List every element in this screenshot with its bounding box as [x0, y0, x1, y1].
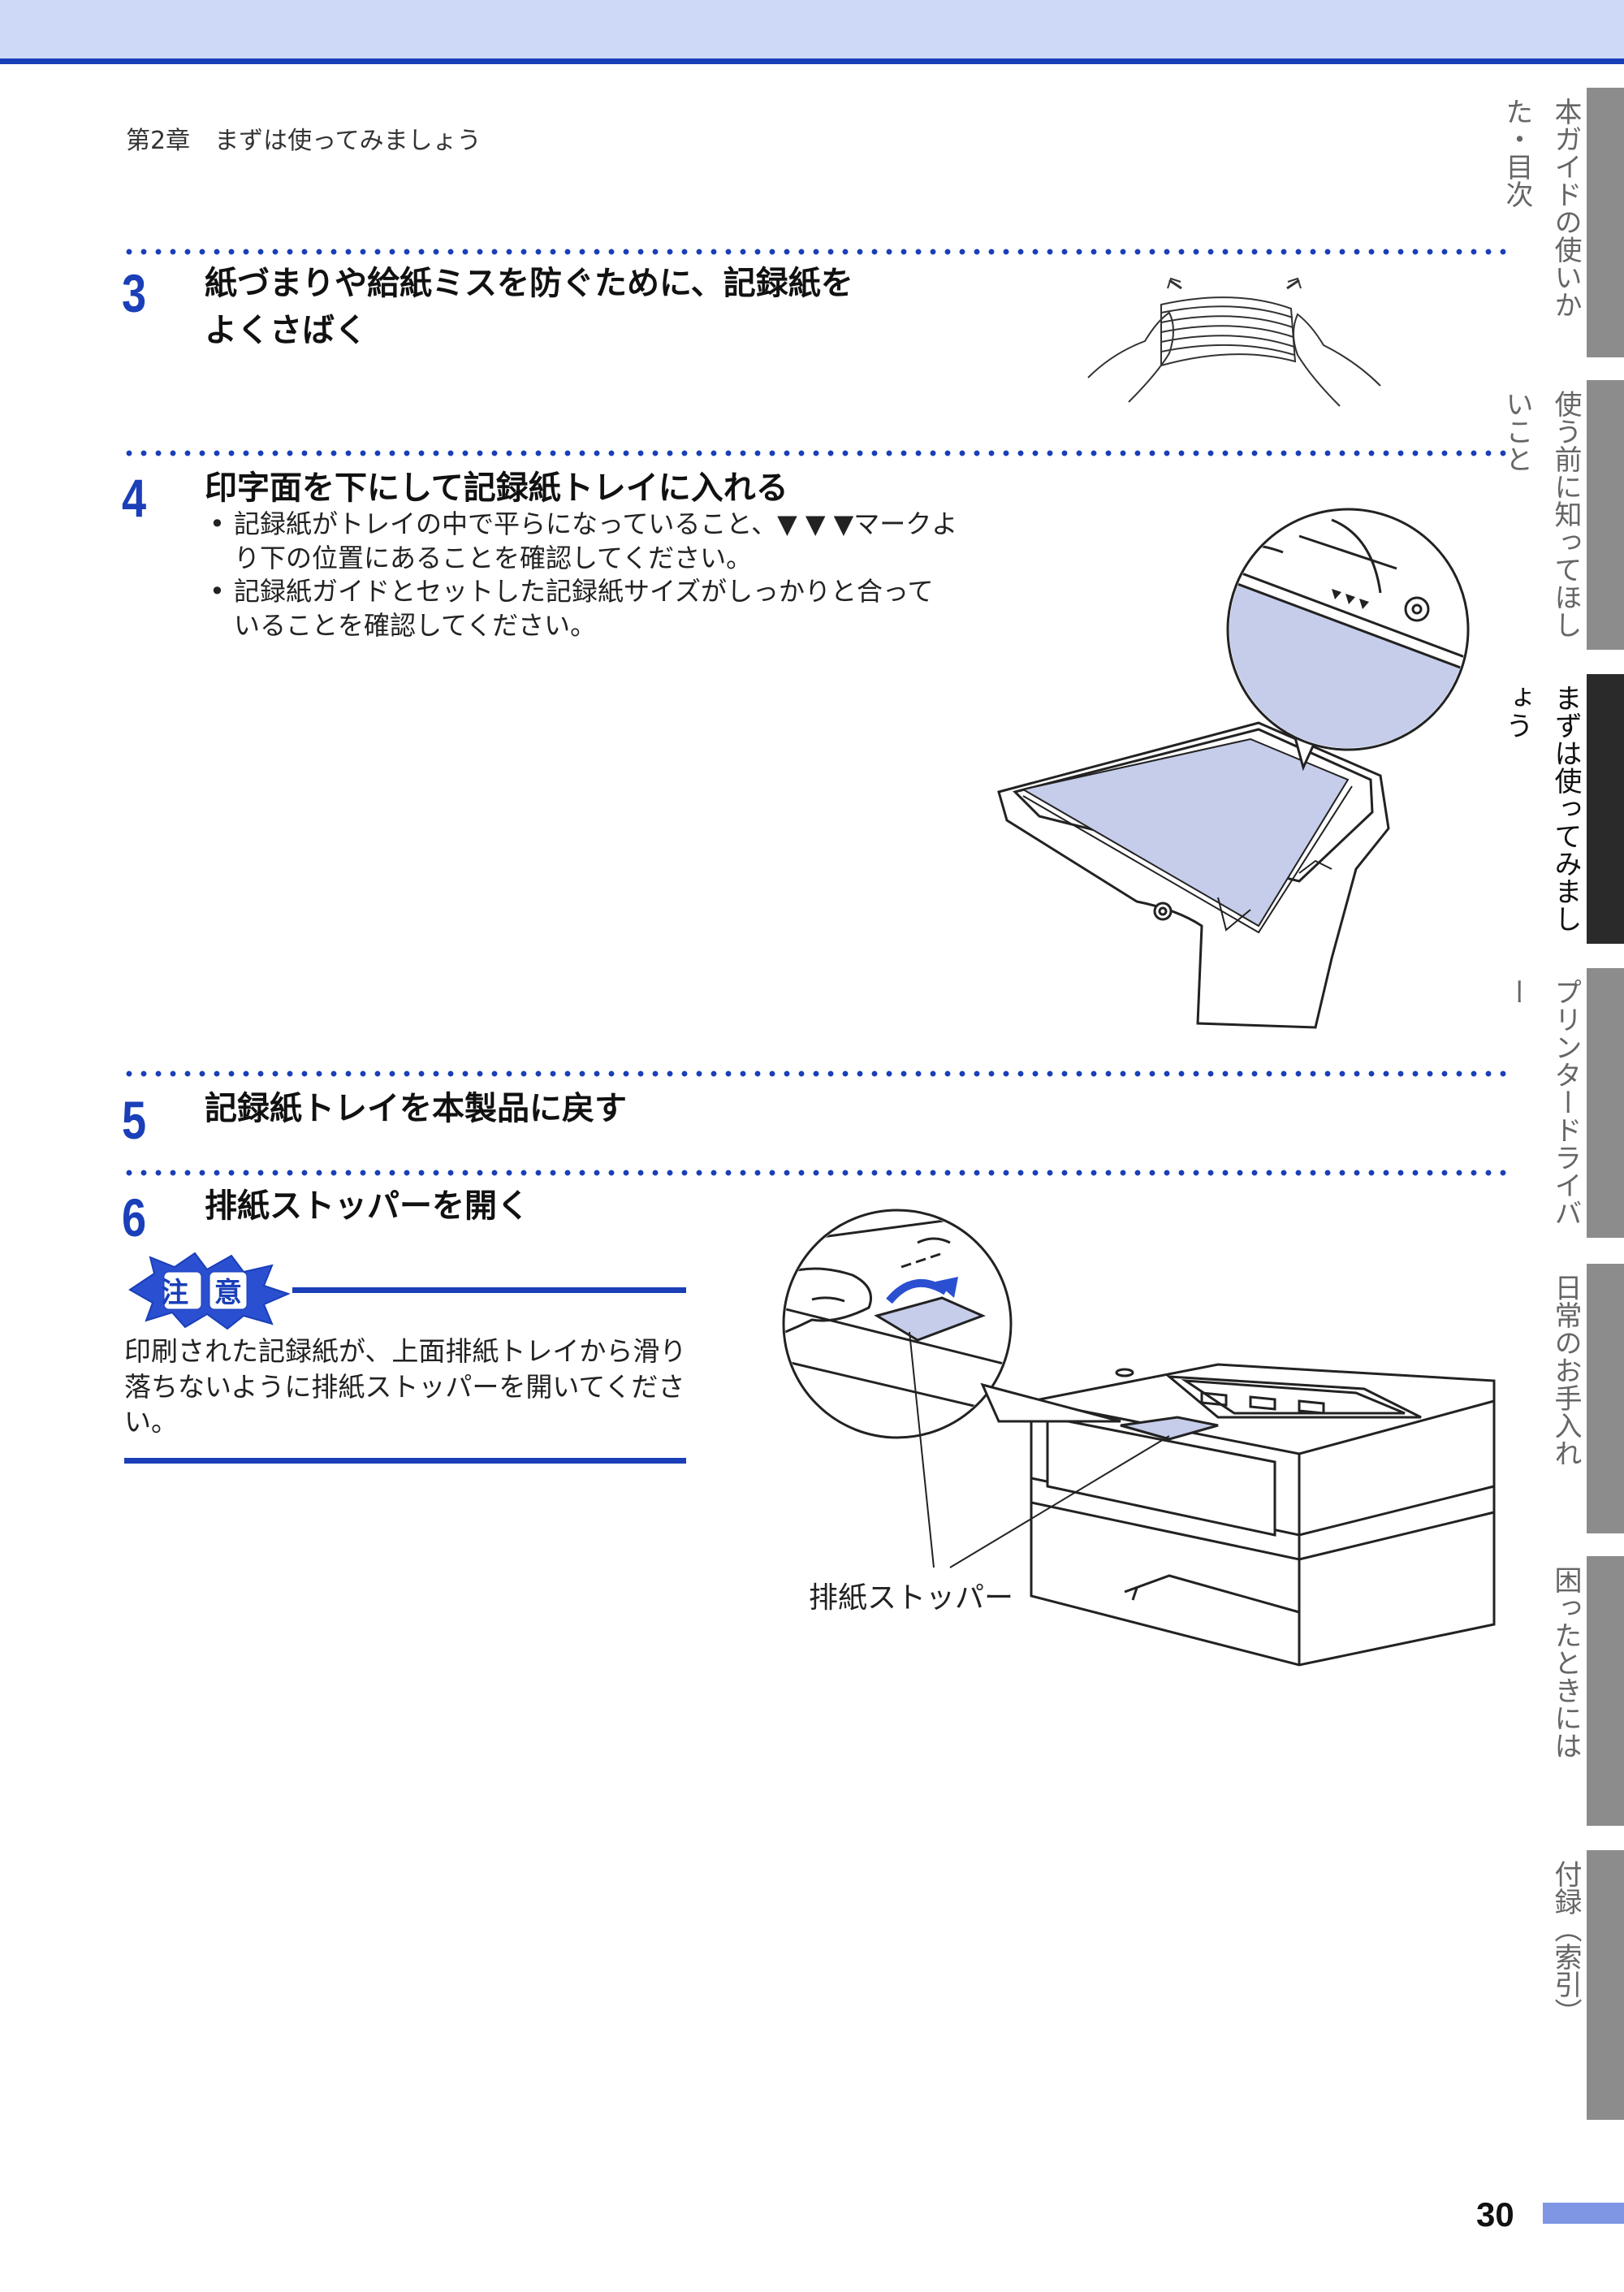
side-tab-label: 使う前に知ってほしいこと [1501, 390, 1582, 638]
caution-badge-text: 注 意 [161, 1277, 250, 1309]
side-tab-label: プリンタードライバー [1501, 978, 1582, 1226]
dotted-divider [122, 249, 1510, 255]
caution-text: 印刷された記録紙が、上面排紙トレイから滑り落ちないように排紙ストッパーを開いてく… [124, 1335, 687, 1438]
caution-rule-top [292, 1287, 686, 1293]
side-tab-appendix[interactable]: 付録（索引） [1541, 1850, 1624, 2120]
bullet-item: •記録紙ガイドとセットした記録紙サイズがしっかりと合っていることを確認してくださ… [209, 576, 934, 641]
dotted-divider [122, 450, 1510, 456]
side-tab-getting-started[interactable]: まずは使ってみましょう [1501, 674, 1624, 944]
step-title: 紙づまりや給紙ミスを防ぐために、記録紙を よくさばく [205, 260, 853, 354]
side-tab-label: 日常のお手入れ [1549, 1274, 1582, 1467]
side-tab-panel: 使う前に知ってほしいこと [1501, 380, 1590, 650]
side-tab-label: 付録（索引） [1549, 1860, 1582, 2026]
step-title-line: 紙づまりや給紙ミスを防ぐために、記録紙を [205, 265, 853, 302]
top-header-band [0, 0, 1624, 58]
step-4-bullet-list: •記録紙がトレイの中で平らになっていること、▼ ▼ ▼マークより下の位置にあるこ… [208, 508, 959, 642]
step-title: 印字面を下にして記録紙トレイに入れる [205, 469, 788, 507]
side-tab-panel: 本ガイドの使いかた・目次 [1501, 88, 1590, 357]
step-title: 排紙ストッパーを開く [205, 1187, 529, 1225]
chapter-title: 第2章 まずは使ってみましょう [126, 127, 482, 155]
stopper-label: 排紙ストッパー [809, 1581, 1014, 1615]
step-number: 4 [122, 468, 147, 528]
step-number: 3 [122, 263, 147, 323]
side-tab-panel: 日常のお手入れ [1541, 1264, 1590, 1533]
step-title: 記録紙トレイを本製品に戻す [205, 1090, 627, 1127]
fan-paper-illustration [1087, 277, 1381, 407]
side-tab-troubleshooting[interactable]: 困ったときには [1541, 1556, 1624, 1826]
side-tab-printer-driver[interactable]: プリンタードライバー [1501, 968, 1624, 1238]
printer-stopper-illustration [782, 1209, 1496, 1667]
dotted-divider [122, 1070, 1510, 1077]
page-number-bar [1543, 2203, 1624, 2224]
bullet-text: 記録紙ガイドとセットした記録紙サイズがしっかりと合っていることを確認してください… [234, 576, 934, 641]
caution-rule-bottom [124, 1458, 686, 1464]
side-tab-panel: 困ったときには [1541, 1556, 1590, 1826]
step-number: 6 [122, 1187, 147, 1248]
side-tab-panel: プリンタードライバー [1501, 968, 1590, 1238]
bullet-item: •記録紙がトレイの中で平らになっていること、▼ ▼ ▼マークより下の位置にあるこ… [209, 508, 958, 573]
side-tab-before-use[interactable]: 使う前に知ってほしいこと [1501, 380, 1624, 650]
side-tab-label: 困ったときには [1549, 1566, 1582, 1759]
side-tab-label: 本ガイドの使いかた・目次 [1501, 97, 1582, 318]
page-number: 30 [1476, 2195, 1514, 2234]
step-title-line: よくさばく [205, 312, 367, 349]
side-tab-panel: 付録（索引） [1541, 1850, 1590, 2120]
side-tab-contents[interactable]: 本ガイドの使いかた・目次 [1501, 88, 1624, 357]
paper-tray-illustration [997, 508, 1470, 1029]
bullet-text: 記録紙がトレイの中で平らになっていること、▼ ▼ ▼マークより下の位置にあること… [234, 508, 958, 573]
step-number: 5 [122, 1090, 147, 1150]
side-tab-panel: まずは使ってみましょう [1501, 674, 1590, 944]
dotted-divider [122, 1170, 1510, 1176]
side-tab-maintenance[interactable]: 日常のお手入れ [1541, 1264, 1624, 1533]
caution-badge-icon: 注 意 [128, 1252, 291, 1330]
header-rule [0, 58, 1624, 64]
side-tab-label: まずは使ってみましょう [1501, 684, 1582, 932]
